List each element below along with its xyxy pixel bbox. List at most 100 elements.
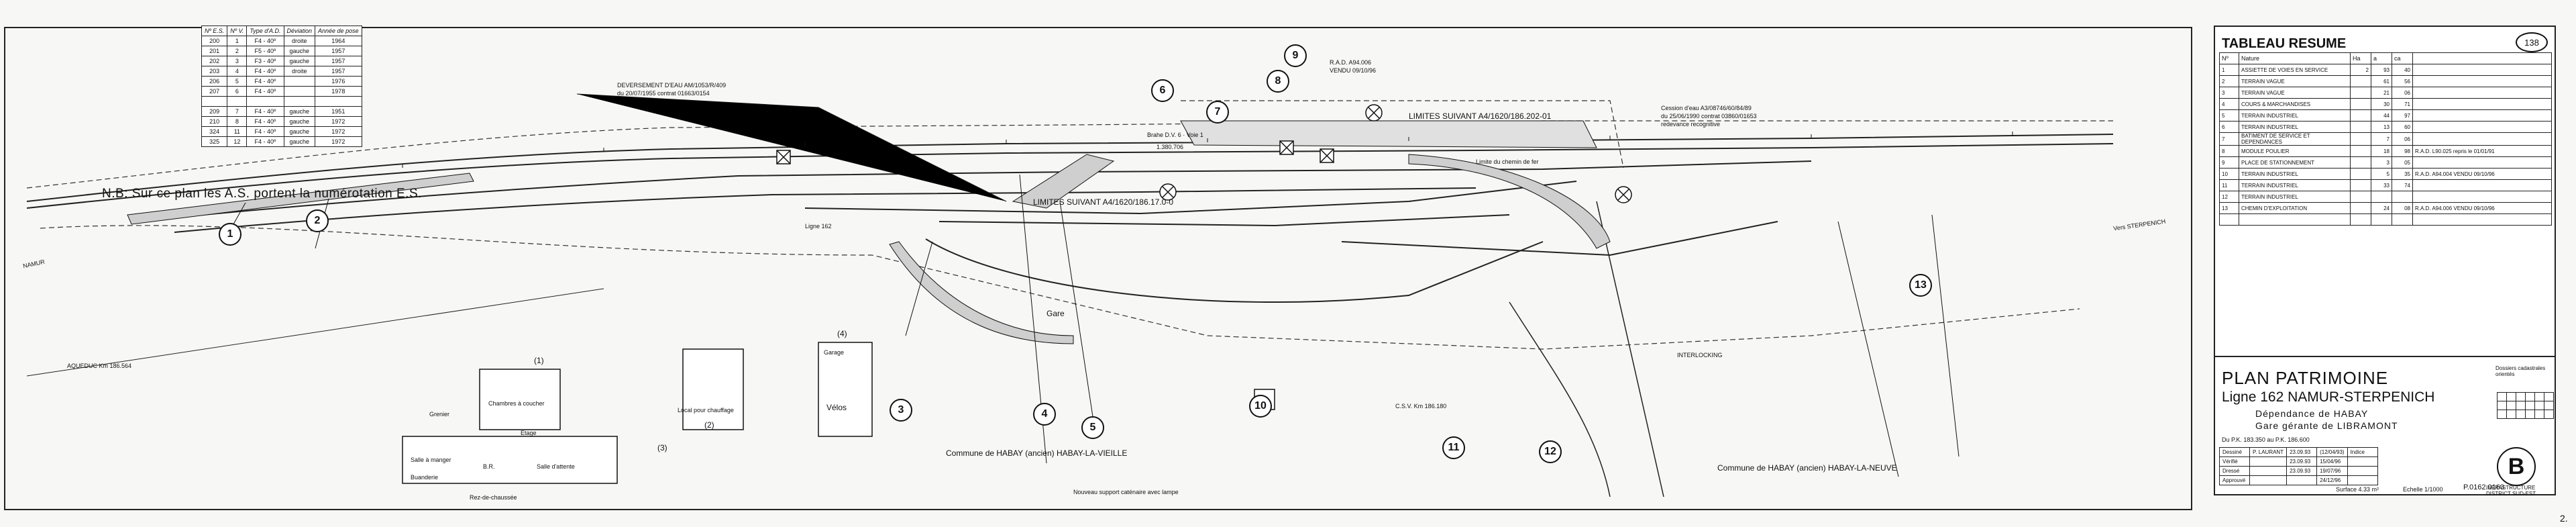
parcel-marker: 1 xyxy=(219,223,241,246)
es-cell: 324 xyxy=(201,126,228,137)
sign-cell: 24/12/96 xyxy=(2316,475,2348,485)
sign-cell: 23.09.93 xyxy=(2286,466,2318,476)
resume-cell: 06 xyxy=(2392,132,2413,146)
resume-cell xyxy=(2392,213,2413,226)
resume-cell xyxy=(2350,121,2371,133)
resume-cell: 5 xyxy=(2371,168,2392,180)
sign-cell: (12/04/93) xyxy=(2316,447,2348,457)
resume-cell: 40 xyxy=(2392,64,2413,76)
es-cell: 207 xyxy=(201,86,228,97)
es-cell: 1964 xyxy=(315,36,362,46)
es-cell: 5 xyxy=(227,76,248,87)
es-cell: 7 xyxy=(227,106,248,117)
resume-note xyxy=(2412,75,2552,87)
es-cell: gauche xyxy=(283,136,316,147)
resume-cell xyxy=(2350,98,2371,110)
label-note-bas: Nouveau support caténaire avec lampe xyxy=(1073,489,1179,495)
label-commune-1: Commune de HABAY (ancien) HABAY-LA-VIEIL… xyxy=(946,448,1128,458)
resume-cell xyxy=(2350,179,2371,191)
label-buanderie: Buanderie xyxy=(411,474,439,481)
label-deversement-2: du 20/07/1955 contrat 01663/0154 xyxy=(617,90,710,97)
resume-cell: BATIMENT DE SERVICE ET DEPENDANCES xyxy=(2239,132,2351,146)
sheet-border xyxy=(4,27,2192,510)
track-siding-3 xyxy=(804,181,1577,215)
resume-cell xyxy=(2350,145,2371,157)
label-limite-fer: Limite du chemin de fer xyxy=(1476,158,1539,165)
es-cell: 4 xyxy=(227,66,248,77)
es-cell xyxy=(201,96,228,107)
es-cell: gauche xyxy=(283,46,316,56)
es-cell: F4 - 40º xyxy=(246,76,284,87)
echelle-label: Echelle 1/1000 xyxy=(2403,486,2443,493)
resume-cell: 13 xyxy=(2371,121,2392,133)
es-cell xyxy=(283,76,316,87)
limit-north-2 xyxy=(1181,100,1624,169)
es-cell: 2 xyxy=(227,46,248,56)
parcel-marker: 5 xyxy=(1081,416,1104,439)
resume-cell: TERRAIN VAGUE xyxy=(2239,75,2351,87)
es-header: Déviation xyxy=(283,26,316,36)
es-cell: 8 xyxy=(227,116,248,127)
es-cell xyxy=(227,96,248,107)
resume-cell: 05 xyxy=(2392,156,2413,169)
parcel-marker: 12 xyxy=(1539,440,1562,463)
resume-cell: 71 xyxy=(2392,98,2413,110)
resume-note: R.A.D. A94.004 VENDU 09/10/96 xyxy=(2412,168,2552,180)
building-velos xyxy=(818,342,873,437)
es-cell: 12 xyxy=(227,136,248,147)
es-cell: 325 xyxy=(201,136,228,147)
limit-north xyxy=(26,120,2113,189)
track-siding-2 xyxy=(174,187,1477,233)
resume-note: R.A.D. A94.006 VENDU 09/10/96 xyxy=(2412,202,2552,214)
resume-header: Ha xyxy=(2350,52,2371,64)
resume-cell: COURS & MARCHANDISES xyxy=(2239,98,2351,110)
resume-cell: 12 xyxy=(2219,191,2239,203)
resume-note xyxy=(2412,179,2552,191)
sncb-logo: B xyxy=(2497,447,2536,486)
es-cell: 201 xyxy=(201,46,228,56)
resume-header: Nature xyxy=(2239,52,2351,64)
resume-cell xyxy=(2350,156,2371,169)
resume-cell xyxy=(2350,132,2371,146)
track-branch-2 xyxy=(1341,221,1778,256)
resume-cell: TERRAIN INDUSTRIEL xyxy=(2239,179,2351,191)
resume-cell: TERRAIN INDUSTRIEL xyxy=(2239,121,2351,133)
resume-note xyxy=(2412,98,2552,110)
resume-cell xyxy=(2350,87,2371,99)
resume-cell xyxy=(2392,191,2413,203)
es-cell: 1957 xyxy=(315,46,362,56)
resume-cell: 21 xyxy=(2371,87,2392,99)
track-branch-1 xyxy=(925,238,1544,303)
resume-cell: 9 xyxy=(2219,156,2239,169)
resume-cell: 3 xyxy=(2371,156,2392,169)
resume-cell xyxy=(2350,213,2371,226)
label-etage: Etage xyxy=(521,430,537,436)
resume-cell: 61 xyxy=(2371,75,2392,87)
resume-cell xyxy=(2371,213,2392,226)
label-building-2: (2) xyxy=(704,420,714,430)
nb-note: N.B: Sur ce plan les A.S. portent la num… xyxy=(102,187,422,201)
label-building-3: (3) xyxy=(657,443,667,452)
track-siding-1 xyxy=(133,160,1812,222)
es-cell: F4 - 40º xyxy=(246,36,284,46)
plan-ligne: Ligne 162 NAMUR-STERPENICH xyxy=(2222,389,2435,405)
sign-cell xyxy=(2347,466,2378,476)
dispo-label: Dossiers cadastrales orientés xyxy=(2496,365,2546,377)
parcel-marker: 11 xyxy=(1442,436,1465,459)
resume-note xyxy=(2412,132,2552,146)
es-cell: 1978 xyxy=(315,86,362,97)
label-grenier: Grenier xyxy=(429,411,450,418)
es-header: Année de pose xyxy=(315,26,362,36)
parcel-marker: 7 xyxy=(1206,101,1229,124)
resume-cell: 33 xyxy=(2371,179,2392,191)
resume-cell: 30 xyxy=(2371,98,2392,110)
resume-cell xyxy=(2239,213,2351,226)
